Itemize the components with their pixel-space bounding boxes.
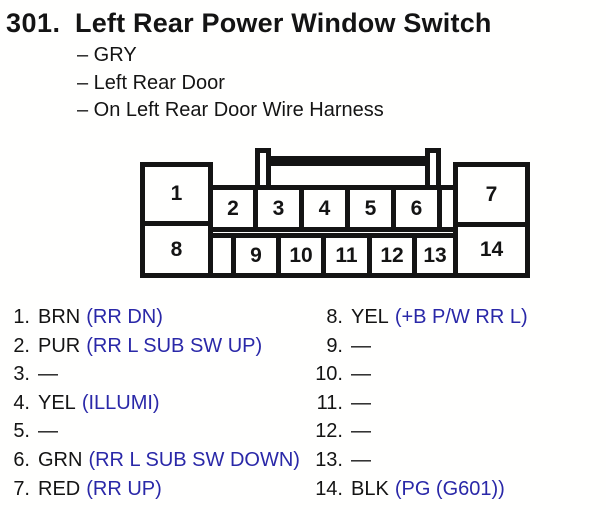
pin-function: (PG (G601)) [394, 477, 505, 500]
pin-number: 4. [13, 391, 30, 414]
connector-tab-right [425, 148, 441, 190]
section-number: 301. [6, 8, 61, 38]
pin-wire-color: — [351, 420, 371, 443]
pin-wire-color: BLK [351, 477, 389, 500]
detail-line-color: – GRY [77, 44, 137, 66]
pin-function: (RR L SUB SW UP) [86, 334, 263, 357]
pin-number: 2. [13, 334, 30, 357]
connector-cell-2: 2 [208, 185, 258, 232]
pin-row-12: 12. — [312, 417, 528, 446]
pin-list-right-column: 8. YEL (+B P/W RR L) 9. — 10. — 11. — 12… [312, 303, 528, 504]
pin-wire-color: — [38, 420, 58, 443]
connector-cell-13: 13 [412, 233, 458, 278]
pin-row-6: 6. GRN (RR L SUB SW DOWN) [12, 446, 300, 475]
connector-cell-6: 6 [391, 185, 442, 232]
pin-function: (RR UP) [86, 477, 162, 500]
pin-number: 7. [13, 477, 30, 500]
pin-wire-color: — [38, 363, 58, 386]
pin-number: 5. [13, 420, 30, 443]
connector-left-block: 1 8 [140, 162, 213, 278]
pin-number: 3. [13, 363, 30, 386]
pin-row-7: 7. RED (RR UP) [12, 475, 300, 504]
pin-number: 9. [326, 334, 343, 357]
connector-cell-10: 10 [276, 233, 326, 278]
pin-function: (ILLUMI) [81, 391, 160, 414]
pin-row-2: 2. PUR (RR L SUB SW UP) [12, 332, 300, 361]
pin-number: 12. [315, 420, 343, 443]
connector-cell-4: 4 [299, 185, 350, 232]
pin-number: 1. [13, 306, 30, 328]
pin-wire-color: BRN [38, 306, 81, 328]
detail-line-harness: – On Left Rear Door Wire Harness [77, 99, 384, 121]
pin-row-11: 11. — [312, 389, 528, 418]
connector-cell-14: 14 [453, 222, 530, 278]
connector-bottom-row: 9 10 11 12 13 [208, 233, 458, 278]
pin-function: (+B P/W RR L) [394, 306, 528, 328]
pin-row-13: 13. — [312, 446, 528, 475]
pin-number: 6. [13, 448, 30, 471]
connector-cell-9: 9 [231, 233, 281, 278]
page-title: Left Rear Power Window Switch [75, 8, 492, 38]
pin-number: 14. [315, 477, 343, 500]
detail-line-location: – Left Rear Door [77, 71, 225, 94]
pin-wire-color: — [351, 391, 371, 414]
pin-wire-color: YEL [351, 306, 389, 328]
pin-wire-color: GRN [38, 448, 83, 471]
pin-wire-color: RED [38, 477, 81, 500]
pin-list-left-column: 1. BRN (RR DN) 2. PUR (RR L SUB SW UP) 3… [12, 303, 300, 503]
connector-cell-11: 11 [321, 233, 372, 278]
connector-cell-3: 3 [253, 185, 304, 232]
pin-row-10: 10. — [312, 360, 528, 389]
pin-row-1: 1. BRN (RR DN) [12, 303, 300, 332]
connector-details: – GRY – Left Rear Door – On Left Rear Do… [77, 42, 384, 125]
connector-top-row: 2 3 4 5 6 [208, 185, 458, 232]
pin-row-9: 9. — [312, 332, 528, 361]
connector-tab-left [255, 148, 271, 190]
pin-row-4: 4. YEL (ILLUMI) [12, 389, 300, 418]
pin-wire-color: — [351, 363, 371, 386]
connector-cell-1: 1 [140, 162, 213, 226]
connector-cell-12: 12 [367, 233, 417, 278]
pin-number: 11. [316, 391, 343, 414]
pin-number: 13. [315, 448, 343, 471]
pin-number: 10. [315, 363, 343, 386]
connector-cell-5: 5 [345, 185, 396, 232]
pin-row-8: 8. YEL (+B P/W RR L) [312, 303, 528, 332]
pin-wire-color: YEL [38, 391, 76, 414]
connector-cell-8: 8 [140, 221, 213, 278]
pin-row-3: 3. — [12, 360, 300, 389]
connector-right-block: 7 14 [453, 162, 530, 278]
connector-bridge-bar [263, 156, 433, 166]
pin-row-14: 14. BLK (PG (G601)) [312, 475, 528, 504]
connector-cell-7: 7 [453, 162, 530, 227]
pin-wire-color: PUR [38, 334, 81, 357]
pin-number: 8. [326, 306, 343, 328]
pin-row-5: 5. — [12, 417, 300, 446]
pin-function: (RR L SUB SW DOWN) [88, 448, 300, 471]
pin-wire-color: — [351, 448, 371, 471]
pin-function: (RR DN) [86, 306, 163, 328]
pin-wire-color: — [351, 334, 371, 357]
